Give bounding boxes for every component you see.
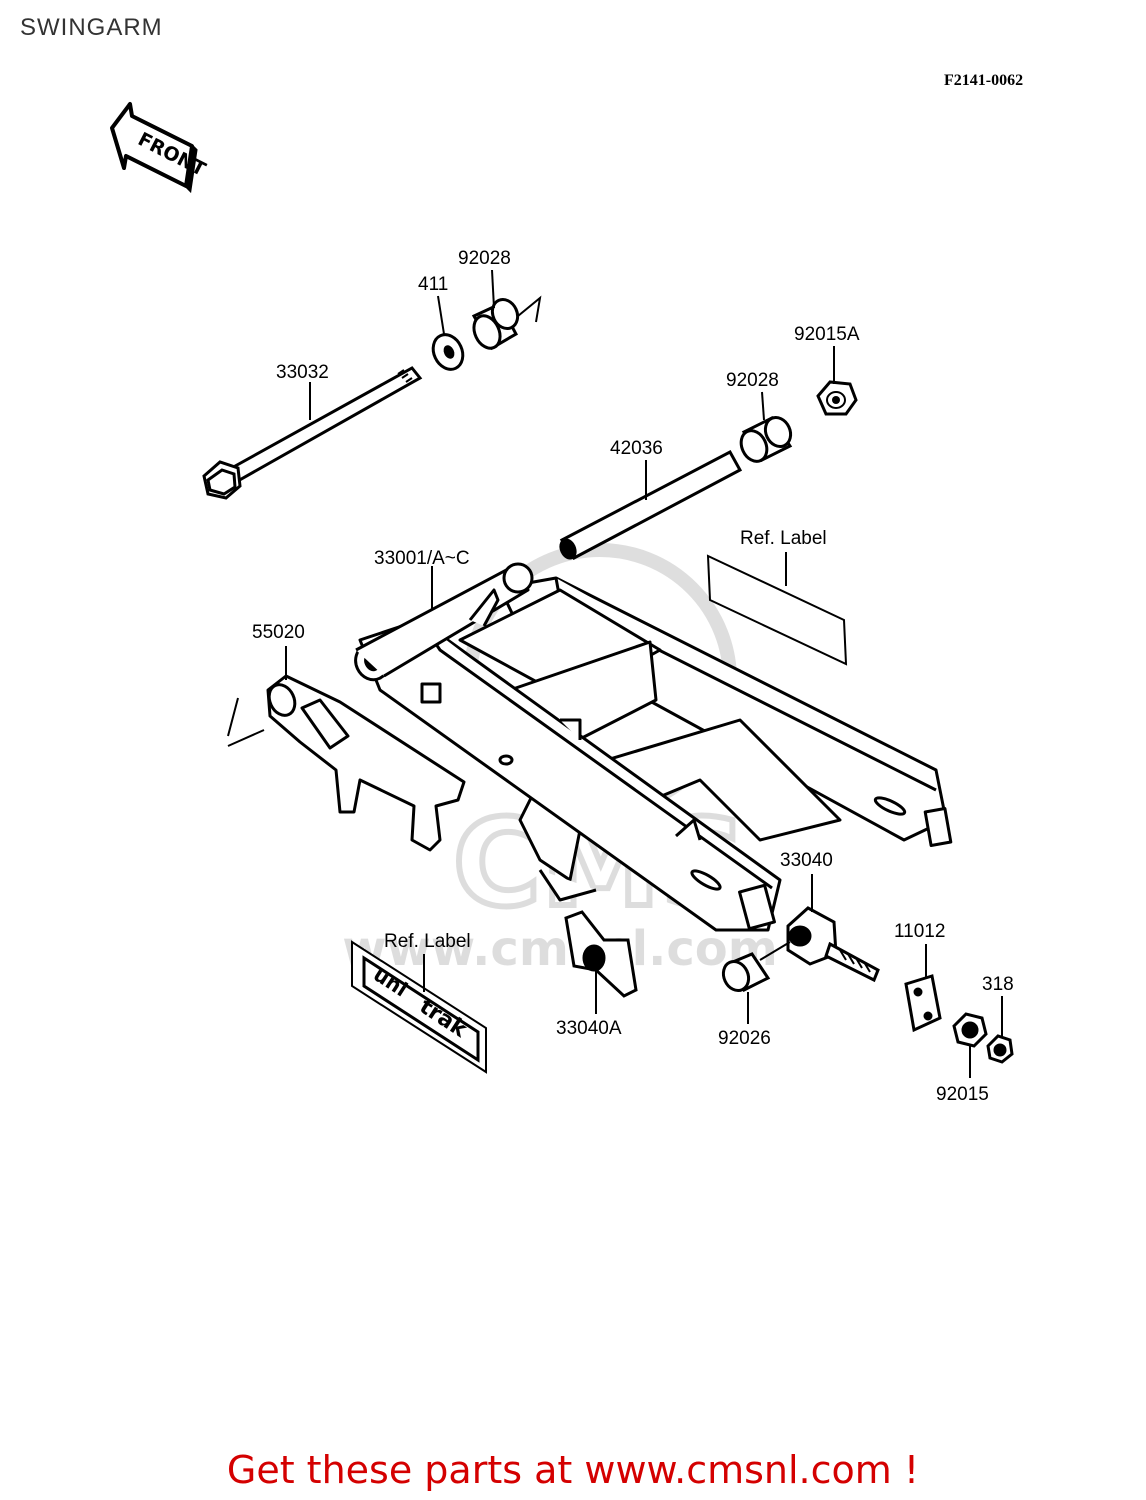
chain-adjuster-33040 — [786, 874, 880, 983]
callout-92015A: 92015A — [794, 324, 860, 345]
pivot-bolt — [202, 366, 423, 500]
ref-label-bottom: uni trak — [351, 940, 487, 1074]
adjuster-plate-33040A — [564, 910, 638, 1014]
callout-55020: 55020 — [252, 622, 305, 643]
swingarm-diagram: CMS www.cmsnl.com FRONT — [110, 102, 1014, 1105]
ref-label-top — [706, 552, 848, 666]
sleeve-42036 — [559, 449, 743, 560]
collar-92026 — [721, 941, 791, 1024]
callout-33040A: 33040A — [556, 1018, 622, 1039]
nut-92015 — [952, 1012, 988, 1078]
front-arrow-icon: FRONT — [110, 102, 209, 194]
promo-banner-link[interactable]: Get these parts at www.cmsnl.com ! — [226, 1448, 920, 1492]
watermark-url: www.cmsnl.com — [342, 921, 778, 977]
chain-guard-55020 — [227, 674, 466, 852]
washer-411 — [431, 295, 465, 371]
promo-banner[interactable]: Get these parts at www.cmsnl.com ! — [0, 1448, 1146, 1492]
nut-92015A — [816, 346, 858, 416]
callout-ref-label-bottom: Ref. Label — [384, 931, 471, 952]
collar-92028-right — [739, 391, 793, 463]
callout-33001: 33001/A~C — [374, 548, 470, 569]
callout-11012: 11012 — [894, 921, 945, 942]
plate-11012 — [904, 944, 942, 1033]
callout-92028-top: 92028 — [458, 248, 511, 269]
callout-92026: 92026 — [718, 1028, 771, 1049]
callout-92028-right: 92028 — [726, 370, 779, 391]
swingarm-body — [354, 562, 953, 932]
callout-318: 318 — [982, 974, 1014, 995]
figure-code: F2141-0062 — [944, 72, 1024, 89]
callout-33040: 33040 — [780, 850, 833, 871]
callout-33032: 33032 — [276, 362, 329, 383]
nut-318 — [986, 996, 1014, 1064]
collar-92028-top — [471, 269, 542, 351]
callout-411: 411 — [418, 274, 448, 295]
page-title: SWINGARM — [20, 14, 163, 41]
callout-92015: 92015 — [936, 1084, 989, 1105]
callout-42036: 42036 — [610, 438, 663, 459]
callout-ref-label-top: Ref. Label — [740, 528, 827, 549]
